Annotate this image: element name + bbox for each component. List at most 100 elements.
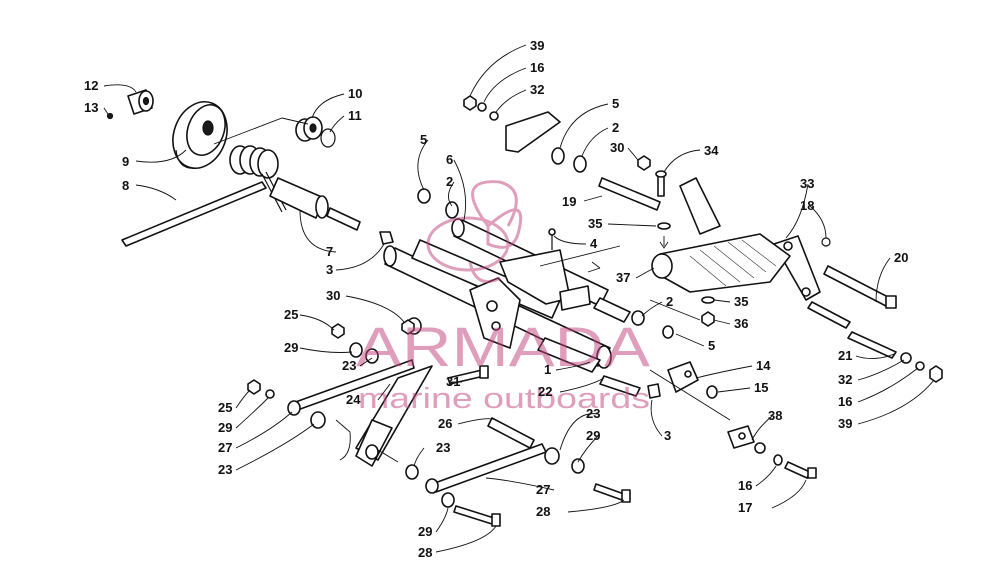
callout-23: 23 xyxy=(218,462,232,477)
callout-30: 30 xyxy=(610,140,624,155)
callout-leaders xyxy=(103,44,935,553)
callout-2: 2 xyxy=(612,120,619,135)
callout-15: 15 xyxy=(754,380,768,395)
part-25-nuts xyxy=(247,323,345,395)
callout-25: 25 xyxy=(218,400,232,415)
callout-28: 28 xyxy=(536,504,550,519)
watermark-tagline: marine outboards xyxy=(358,383,650,415)
callout-17: 17 xyxy=(738,500,752,515)
callout-39: 39 xyxy=(530,38,544,53)
part-12-bushing xyxy=(127,89,154,115)
part-10-bushing xyxy=(295,116,323,142)
callout-10: 10 xyxy=(348,86,362,101)
part-13-pin xyxy=(106,112,114,120)
callout-19: 19 xyxy=(562,194,576,209)
callout-16: 16 xyxy=(838,394,852,409)
callout-38: 38 xyxy=(768,408,782,423)
callout-28: 28 xyxy=(418,545,432,560)
part-29-washer-left xyxy=(265,389,275,399)
callout-16: 16 xyxy=(738,478,752,493)
callout-4: 4 xyxy=(590,236,598,251)
propeller-logo-icon xyxy=(426,180,523,283)
callout-7: 7 xyxy=(326,244,333,259)
callout-27: 27 xyxy=(536,482,550,497)
callout-2: 2 xyxy=(666,294,673,309)
part-21-tube xyxy=(807,301,897,359)
slide-block xyxy=(505,111,561,153)
callout-29: 29 xyxy=(284,340,298,355)
part-35-36-hardware xyxy=(701,296,715,327)
callout-29: 29 xyxy=(418,524,432,539)
part-28-bolt-lower xyxy=(453,505,501,527)
callout-37: 37 xyxy=(616,270,630,285)
part-14-bracket xyxy=(667,361,699,393)
callout-29: 29 xyxy=(218,420,232,435)
callout-3: 3 xyxy=(664,428,671,443)
callout-23: 23 xyxy=(342,358,356,373)
center-bracket xyxy=(469,249,591,349)
callout-24: 24 xyxy=(346,392,361,407)
part-38-bracket xyxy=(727,425,783,466)
part-7-tube xyxy=(269,177,329,219)
part-5-bushing-upper xyxy=(417,147,565,204)
callout-30: 30 xyxy=(326,288,340,303)
part-9-wheel xyxy=(172,101,228,169)
callout-23: 23 xyxy=(586,406,600,421)
watermark-brand: ARMADA xyxy=(356,315,651,378)
part-15-washer xyxy=(706,385,718,399)
upper-hardware xyxy=(463,95,499,121)
right-hardware xyxy=(900,352,943,383)
callout-39: 39 xyxy=(838,416,852,431)
torsion-spring xyxy=(229,145,287,213)
part-3-nut-upper xyxy=(379,231,394,245)
assembly-lines xyxy=(213,117,731,463)
callout-11: 11 xyxy=(348,108,362,123)
callout-1: 1 xyxy=(544,362,551,377)
callout-5: 5 xyxy=(612,96,619,111)
callout-18: 18 xyxy=(800,198,814,213)
part-35-washer-upper xyxy=(657,222,671,230)
callout-32: 32 xyxy=(838,372,852,387)
part-37-skid-plate xyxy=(651,233,791,293)
callout-26: 26 xyxy=(438,416,452,431)
part-3-nut-lower xyxy=(647,383,661,399)
callout-5: 5 xyxy=(708,338,715,353)
callout-29: 29 xyxy=(586,428,600,443)
callout-8: 8 xyxy=(122,178,129,193)
part-20-bolt xyxy=(823,265,897,309)
callout-25: 25 xyxy=(284,307,298,322)
callout-33: 33 xyxy=(800,176,814,191)
part-18-clip xyxy=(821,237,831,247)
callout-22: 22 xyxy=(538,384,552,399)
callout-34: 34 xyxy=(704,143,719,158)
callout-9: 9 xyxy=(122,154,129,169)
part-30-nut-lower xyxy=(401,319,415,335)
callout-12: 12 xyxy=(84,78,98,93)
middle-bushings xyxy=(631,310,674,339)
callout-13: 13 xyxy=(84,100,98,115)
callout-31: 31 xyxy=(446,374,460,389)
part-24-shock-absorber xyxy=(355,317,433,467)
callout-35: 35 xyxy=(588,216,602,231)
callout-16: 16 xyxy=(530,60,544,75)
watermark: ARMADA marine outboards xyxy=(356,180,651,415)
callout-3: 3 xyxy=(326,262,333,277)
callout-32: 32 xyxy=(530,82,544,97)
part-31-bolt xyxy=(447,365,489,385)
part-8-rod xyxy=(121,181,267,247)
callout-6: 6 xyxy=(446,152,453,167)
callout-36: 36 xyxy=(734,316,748,331)
callout-2: 2 xyxy=(446,174,453,189)
part-28-bolt-right xyxy=(593,483,631,503)
part-2-washer-upper xyxy=(445,155,587,219)
callout-27: 27 xyxy=(218,440,232,455)
part-19-pin xyxy=(598,177,661,211)
callout-20: 20 xyxy=(894,250,908,265)
callout-5: 5 xyxy=(420,132,427,147)
part-26-pin xyxy=(487,417,535,449)
part-17-bolt xyxy=(784,461,817,479)
callout-23: 23 xyxy=(436,440,450,455)
part-34-bolt xyxy=(655,170,667,197)
callout-14: 14 xyxy=(756,358,771,373)
